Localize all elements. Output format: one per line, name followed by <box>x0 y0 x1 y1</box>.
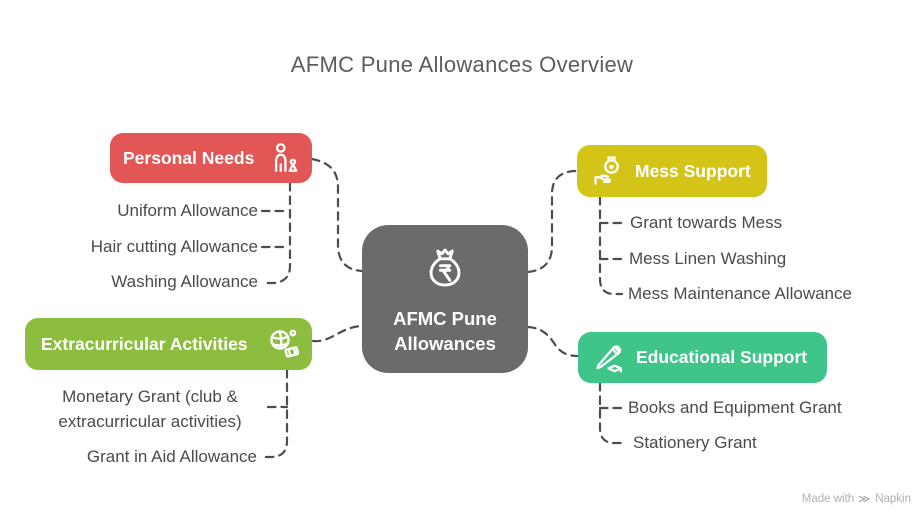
branch-badge-extracurricular-activities[interactable]: Extracurricular Activities <box>25 318 312 370</box>
allowance-item: Hair cutting Allowance <box>90 237 258 256</box>
allowance-item: Uniform Allowance <box>117 201 258 220</box>
watermark-brand: Napkin <box>875 493 911 505</box>
money-bag-rupee-icon <box>420 244 470 299</box>
sports-ticket-icon <box>266 326 302 362</box>
branch-badge-personal-needs[interactable]: Personal Needs <box>110 133 312 183</box>
branch-badge-educational-support[interactable]: Educational Support <box>578 332 827 383</box>
branch-label: Extracurricular Activities <box>41 333 248 354</box>
allowance-item: Mess Maintenance Allowance <box>628 284 852 303</box>
allowance-item: Stationery Grant <box>633 433 757 452</box>
allowance-item: Mess Linen Washing <box>629 249 787 268</box>
center-node-label: AFMC Pune Allowances <box>393 308 497 354</box>
center-node[interactable]: AFMC Pune Allowances <box>362 225 528 373</box>
allowance-item: Washing Allowance <box>111 272 258 291</box>
napkin-chevrons-icon <box>858 493 871 505</box>
allowance-item: Grant towards Mess <box>630 213 783 232</box>
allowance-item: Grant in Aid Allowance <box>86 447 257 466</box>
branch-badge-mess-support[interactable]: Mess Support <box>577 145 767 197</box>
napkin-watermark-link[interactable]: Made with Napkin <box>802 493 911 505</box>
allowance-item: Monetary Grant (club & extracurricular a… <box>58 387 242 431</box>
branch-label: Educational Support <box>636 347 808 367</box>
branch-label: Personal Needs <box>123 147 255 168</box>
page-title: AFMC Pune Allowances Overview <box>290 52 634 77</box>
pencil-graduation-icon <box>592 341 626 375</box>
person-clothing-icon <box>268 141 302 175</box>
allowance-item: Books and Equipment Grant <box>628 398 842 417</box>
hand-money-bag-icon <box>591 154 625 188</box>
branch-label: Mess Support <box>635 160 751 181</box>
watermark-made-with: Made with <box>801 493 855 505</box>
